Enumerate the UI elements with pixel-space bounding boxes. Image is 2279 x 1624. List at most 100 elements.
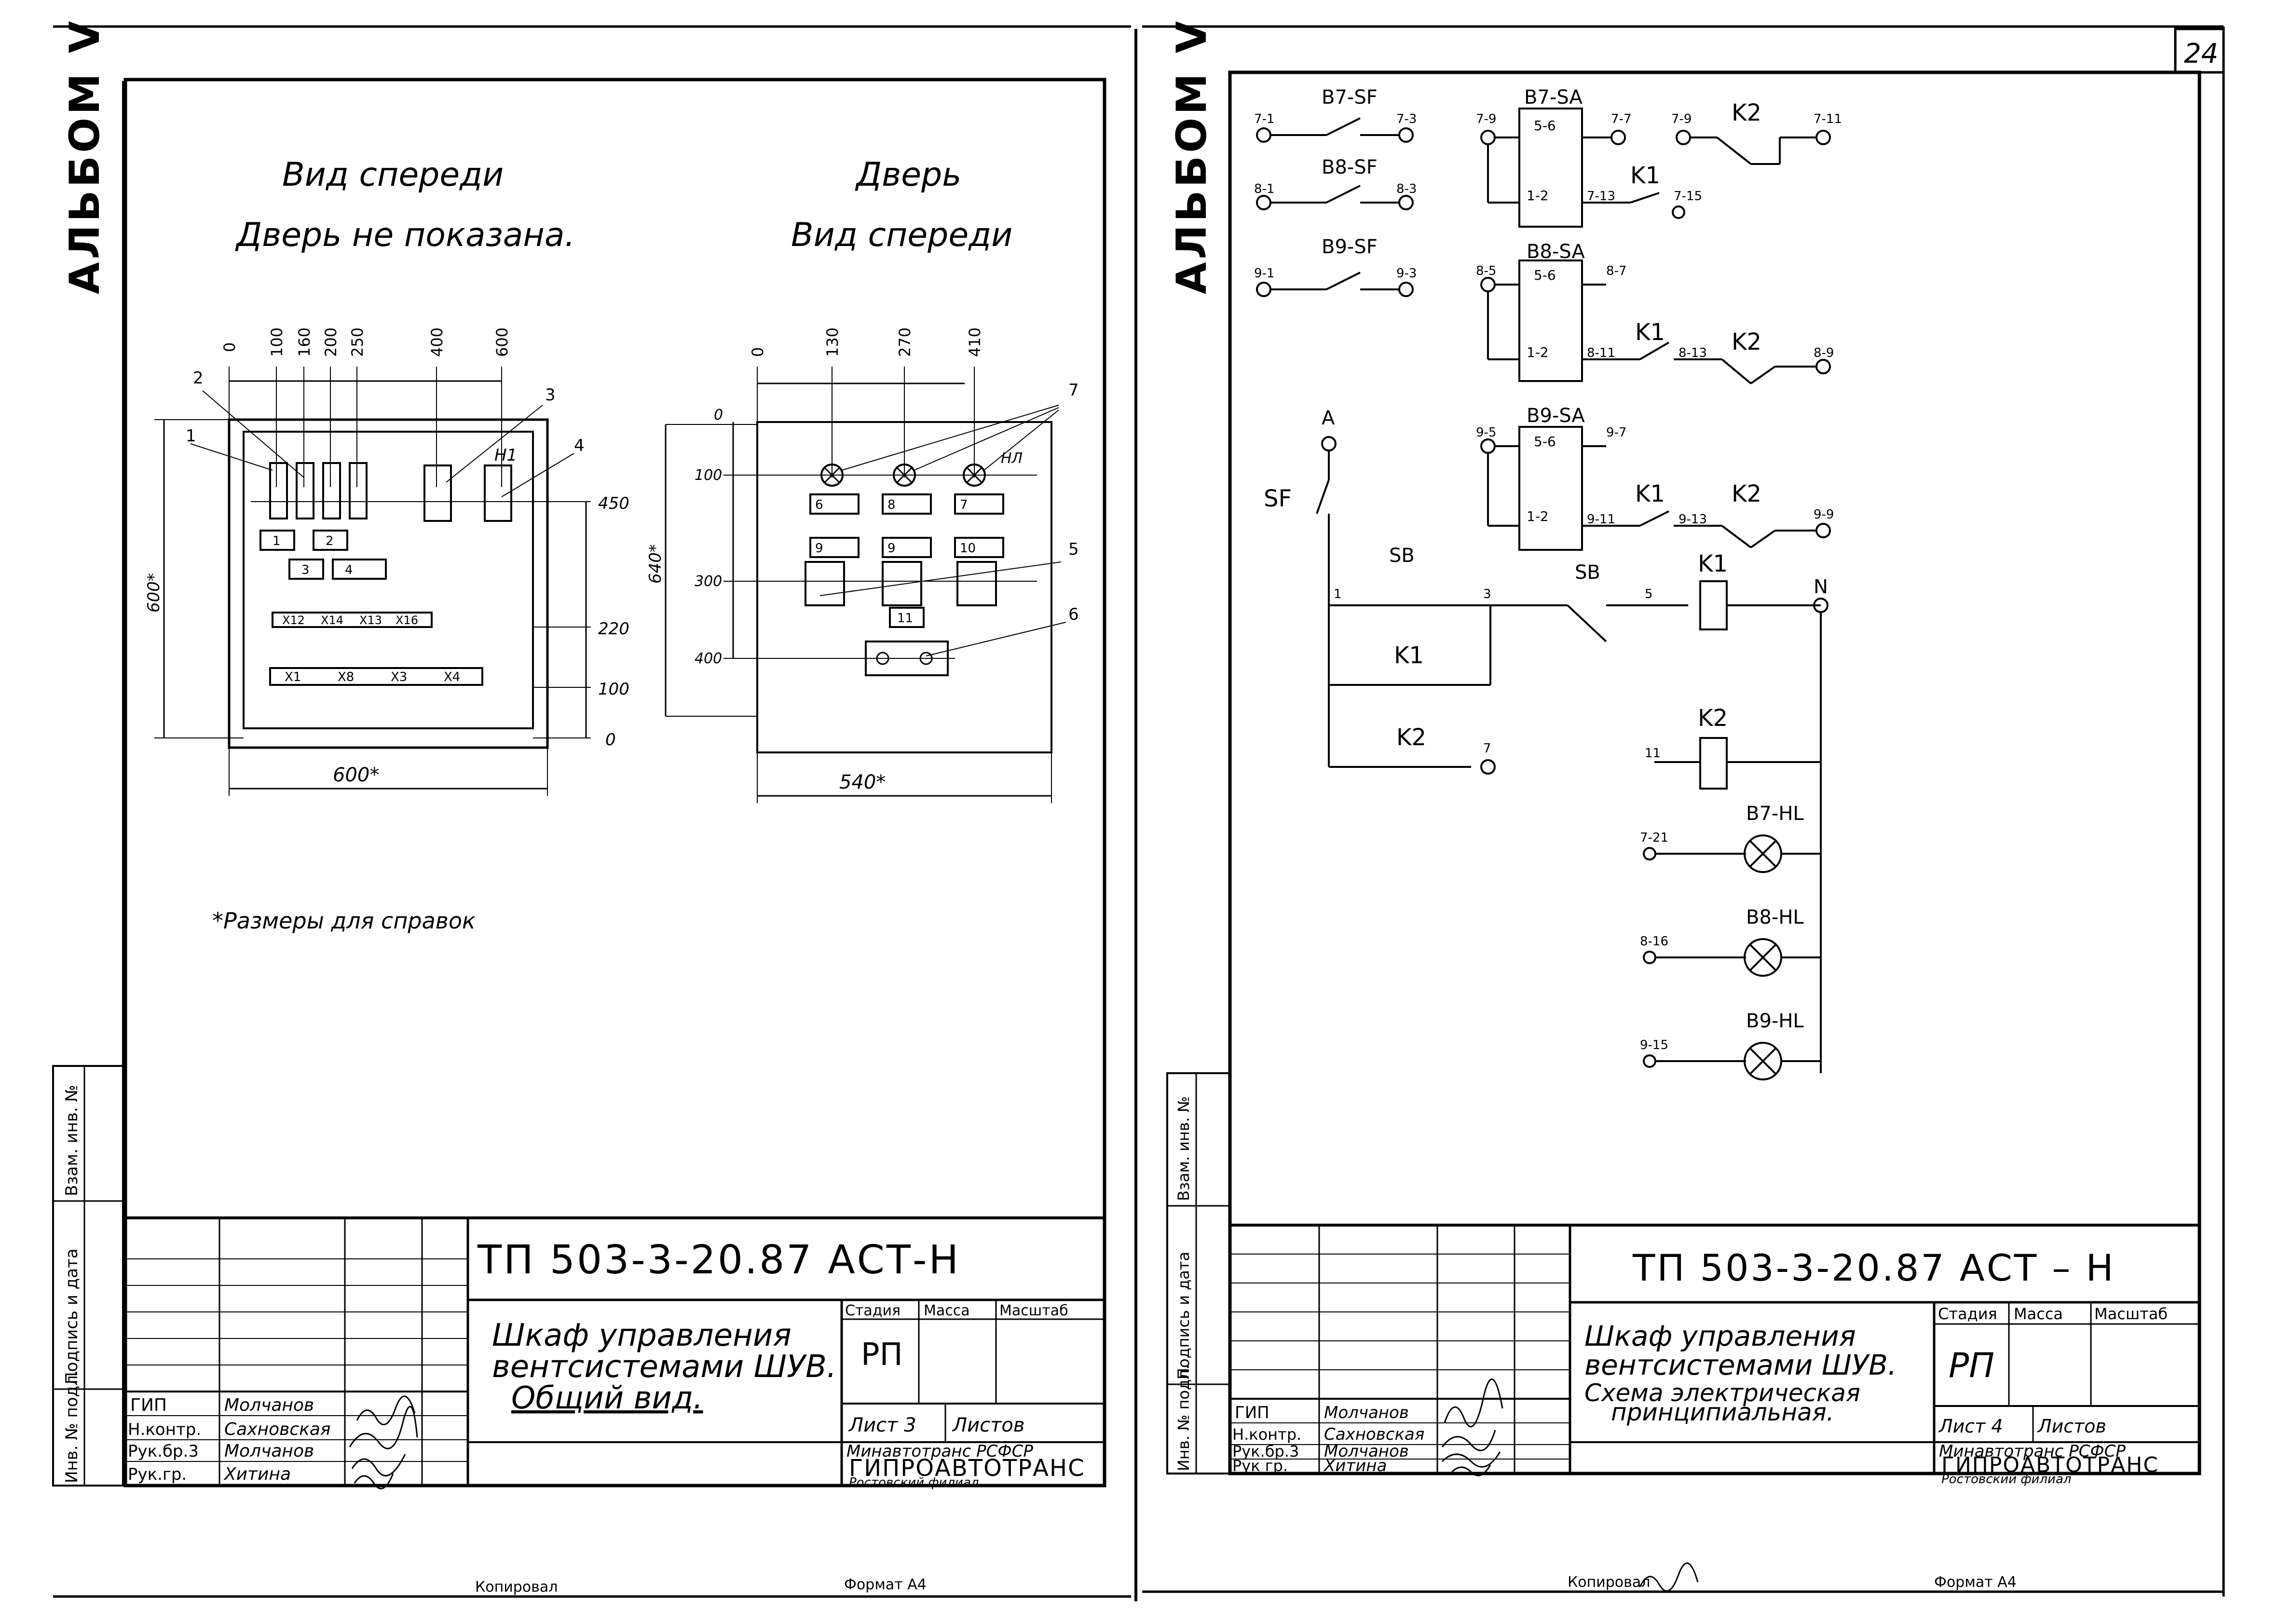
start-button-label: SB [1575,561,1600,584]
door-front-view: 0 130 270 410 640* 0 100 300 400 HЛ [646,328,1079,803]
terminal-row2-a: X1 [285,670,301,684]
breaker-b9-label: B9-SF [1322,236,1378,258]
breaker-b8-label: B8-SF [1322,156,1378,178]
dim-top-400: 400 [428,328,446,357]
rung3-out: 9-9 [1814,507,1834,522]
right-signature-4 [1451,1464,1491,1476]
terminal-row2-b: X8 [338,670,354,684]
switch-b7-top: 5-6 [1534,118,1556,134]
door-dim-410: 410 [966,328,984,357]
left-stamp-sign: Подпись и дата [62,1248,82,1384]
left-stage-value: РП [861,1337,903,1373]
door-dim-0: 0 [749,347,767,357]
breaker-b8-in: 8-1 [1254,182,1274,196]
level-0: 0 [605,730,616,750]
rung1-k1-out: 7-15 [1674,189,1702,204]
right-name-1: Молчанов [1324,1403,1409,1422]
door-dim-130: 130 [823,328,842,357]
node-5: 5 [1645,587,1653,601]
breaker-sf-label: SF [1264,485,1292,512]
door-level-0: 0 [714,407,723,423]
door-callout-7: 7 [1068,381,1079,400]
breaker-b7-label: B7-SF [1322,86,1378,109]
door-width-label: 540* [839,771,886,793]
breaker-b9-out: 9-3 [1396,266,1417,281]
rung2-k2: K2 [1732,328,1761,355]
left-album-label: АЛЬБОМ V [61,18,109,294]
right-album-label: АЛЬБОМ V [1168,18,1216,294]
lamp-b7-in: 7-21 [1640,831,1668,845]
left-stamp-replace: Взам. инв. № [62,1085,82,1196]
rung1-out: 7-11 [1814,112,1842,126]
left-stamp-inv: Инв. № подл. [62,1370,82,1483]
left-signature-3 [351,1454,406,1477]
level-450: 450 [598,494,629,513]
switch-b7-out: 7-7 [1611,112,1631,126]
terminal-row2-c: X3 [391,670,407,684]
right-stage-value: РП [1949,1346,1994,1385]
switch-b7-bot: 1-2 [1527,188,1549,204]
switch-b9-aux: 9-11 [1587,512,1615,527]
left-title-block: ГИП Н.контр. Рук.бр.3 Рук.гр. Молчанов С… [123,1216,1105,1490]
terminal-row1-d: X16 [396,614,418,627]
lamp-b9-label: B9-HL [1746,1010,1804,1032]
terminal-row1-b: X14 [321,614,343,627]
stop-button-label: SB [1389,545,1415,567]
coil-k2-label: K2 [1698,705,1728,732]
terminal-row1-a: X12 [282,614,305,627]
right-title-line3: Схема электрическая [1584,1379,1860,1407]
left-sheet: Инв. № подл. Подпись и дата Взам. инв. №… [52,18,1131,1598]
door-cell-10: 10 [960,541,976,556]
left-name-1: Молчанов [224,1395,314,1415]
door-cell-9b: 9 [887,541,896,556]
door-cell-6: 6 [815,498,823,512]
door-level-300: 300 [695,573,722,590]
cabinet-front-view: 0 100 160 200 250 400 600 600* 450 220 1… [144,328,629,796]
left-mass-header: Масса [924,1302,970,1319]
right-role-nkontr: Н.контр. [1232,1425,1301,1444]
breaker-b7-in: 7-1 [1254,112,1274,126]
door-callout-5: 5 [1068,540,1079,559]
page-number: 24 [2184,38,2218,69]
left-name-3: Молчанов [224,1441,314,1461]
node-3: 3 [1483,587,1491,601]
right-name-4: Хитина [1323,1456,1387,1475]
left-role-gip: ГИП [130,1395,167,1415]
coil-k2-in: 11 [1645,746,1661,761]
switch-b9-out: 9-7 [1606,425,1626,440]
right-copied-signature [1639,1562,1699,1592]
right-name-3: Молчанов [1324,1442,1409,1461]
lamp-b8-in: 8-16 [1640,934,1668,949]
breaker-b9-in: 9-1 [1254,266,1274,281]
unit-2: 2 [326,534,334,548]
left-title-line3: Общий вид. [511,1380,703,1416]
door-cell-11: 11 [897,611,913,626]
right-doc-code: ТП 503-3-20.87 АСТ – Н [1632,1246,2115,1289]
left-copied-label: Копировал [475,1579,558,1596]
door-level-400: 400 [695,650,722,667]
rung1-k1: K1 [1630,162,1660,189]
right-stamp-replace: Взам. инв. № [1174,1096,1193,1201]
unit-3: 3 [301,563,310,577]
switch-b7-label: B7-SA [1524,86,1583,109]
right-title-block: ГИП Н.контр. Рук.бр.3 Рук гр. Молчанов С… [1230,1224,2199,1487]
rung1-k2: K2 [1732,99,1761,126]
right-title-line1: Шкаф управления [1584,1320,1856,1352]
door-callout-6: 6 [1068,605,1079,624]
k2-contact-out: 7 [1483,741,1491,756]
left-org: ГИПРОАВТОТРАНС [849,1455,1085,1482]
height-label: 600* [144,573,164,613]
switch-b9-bot: 1-2 [1527,508,1549,524]
right-title-line4: принципиальная. [1611,1398,1834,1426]
left-name-4: Хитина [223,1464,291,1484]
left-stage-header: Стадия [845,1302,901,1319]
right-signature-3 [1441,1451,1501,1468]
callout-3: 3 [545,385,556,405]
right-copied-label: Копировал [1568,1574,1650,1591]
switch-b9-top: 5-6 [1534,434,1556,450]
lamp-b9-in: 9-15 [1640,1038,1668,1052]
dim-top-250: 250 [348,328,367,357]
switch-b8-aux: 8-11 [1587,346,1615,360]
neutral-label: N [1814,576,1828,598]
